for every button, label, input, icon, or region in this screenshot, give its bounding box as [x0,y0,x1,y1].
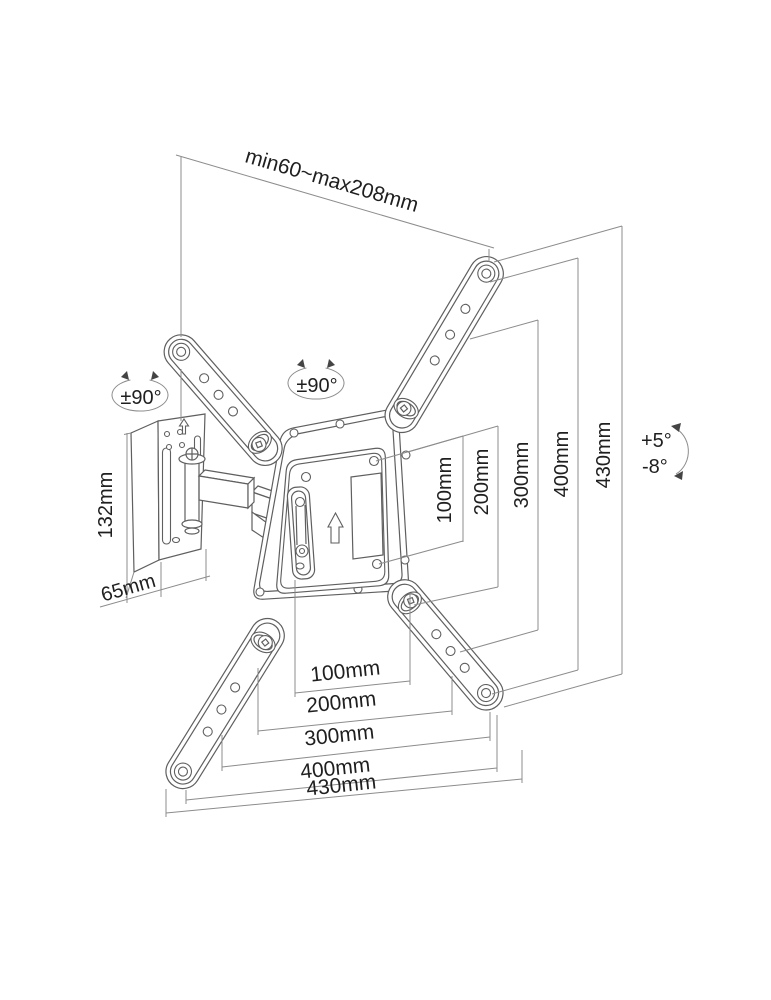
arm-lower-left [165,617,285,790]
swivel-angle-wall-label: ±90° [120,387,161,409]
svg-text:100mm: 100mm [309,656,381,686]
wall-plate [130,413,206,573]
cable-cutout [350,472,384,560]
svg-text:200mm: 200mm [471,449,493,516]
rotation-arc-icon [287,367,345,400]
dim-plate-height: 132mm [95,432,135,603]
arm-lower-right [387,579,504,711]
up-arrow-icon [327,511,344,544]
arm-screw [396,400,412,417]
tilt-down-label: -8° [642,456,668,478]
tilt-arc-icon [672,426,689,475]
svg-text:300mm: 300mm [511,442,533,509]
arm-upper-right [384,256,504,434]
swivel-angle-tv: ±90° [287,359,345,400]
lock-lever [286,486,316,580]
swivel-angle-wall: ±90° [111,371,169,412]
dim-right-400: 400mm [489,257,579,695]
dim-right-430: 430mm [493,225,623,708]
vesa-plate-inner [276,447,390,594]
svg-text:200mm: 200mm [305,687,377,717]
rotation-arc-icon [111,379,169,412]
tilt-up-label: +5° [641,430,672,452]
arm-screw [403,593,419,609]
svg-text:400mm: 400mm [551,431,573,498]
arm-screw [257,635,273,651]
dim-right-300: 300mm [459,319,539,653]
tilt-angle: +5° -8° [641,423,689,480]
dim-plate-height-label: 132mm [95,472,117,539]
svg-text:100mm: 100mm [434,457,456,524]
svg-text:430mm: 430mm [593,422,615,489]
arm-upper-left [163,334,283,467]
up-arrow-icon [178,417,190,435]
dim-plate-width-label: 65mm [99,570,158,606]
dim-right-200: 200mm [407,425,499,606]
arm-screw [251,436,267,453]
dim-extension-label: min60~max208mm [243,145,421,217]
swivel-angle-tv-label: ±90° [296,375,337,397]
